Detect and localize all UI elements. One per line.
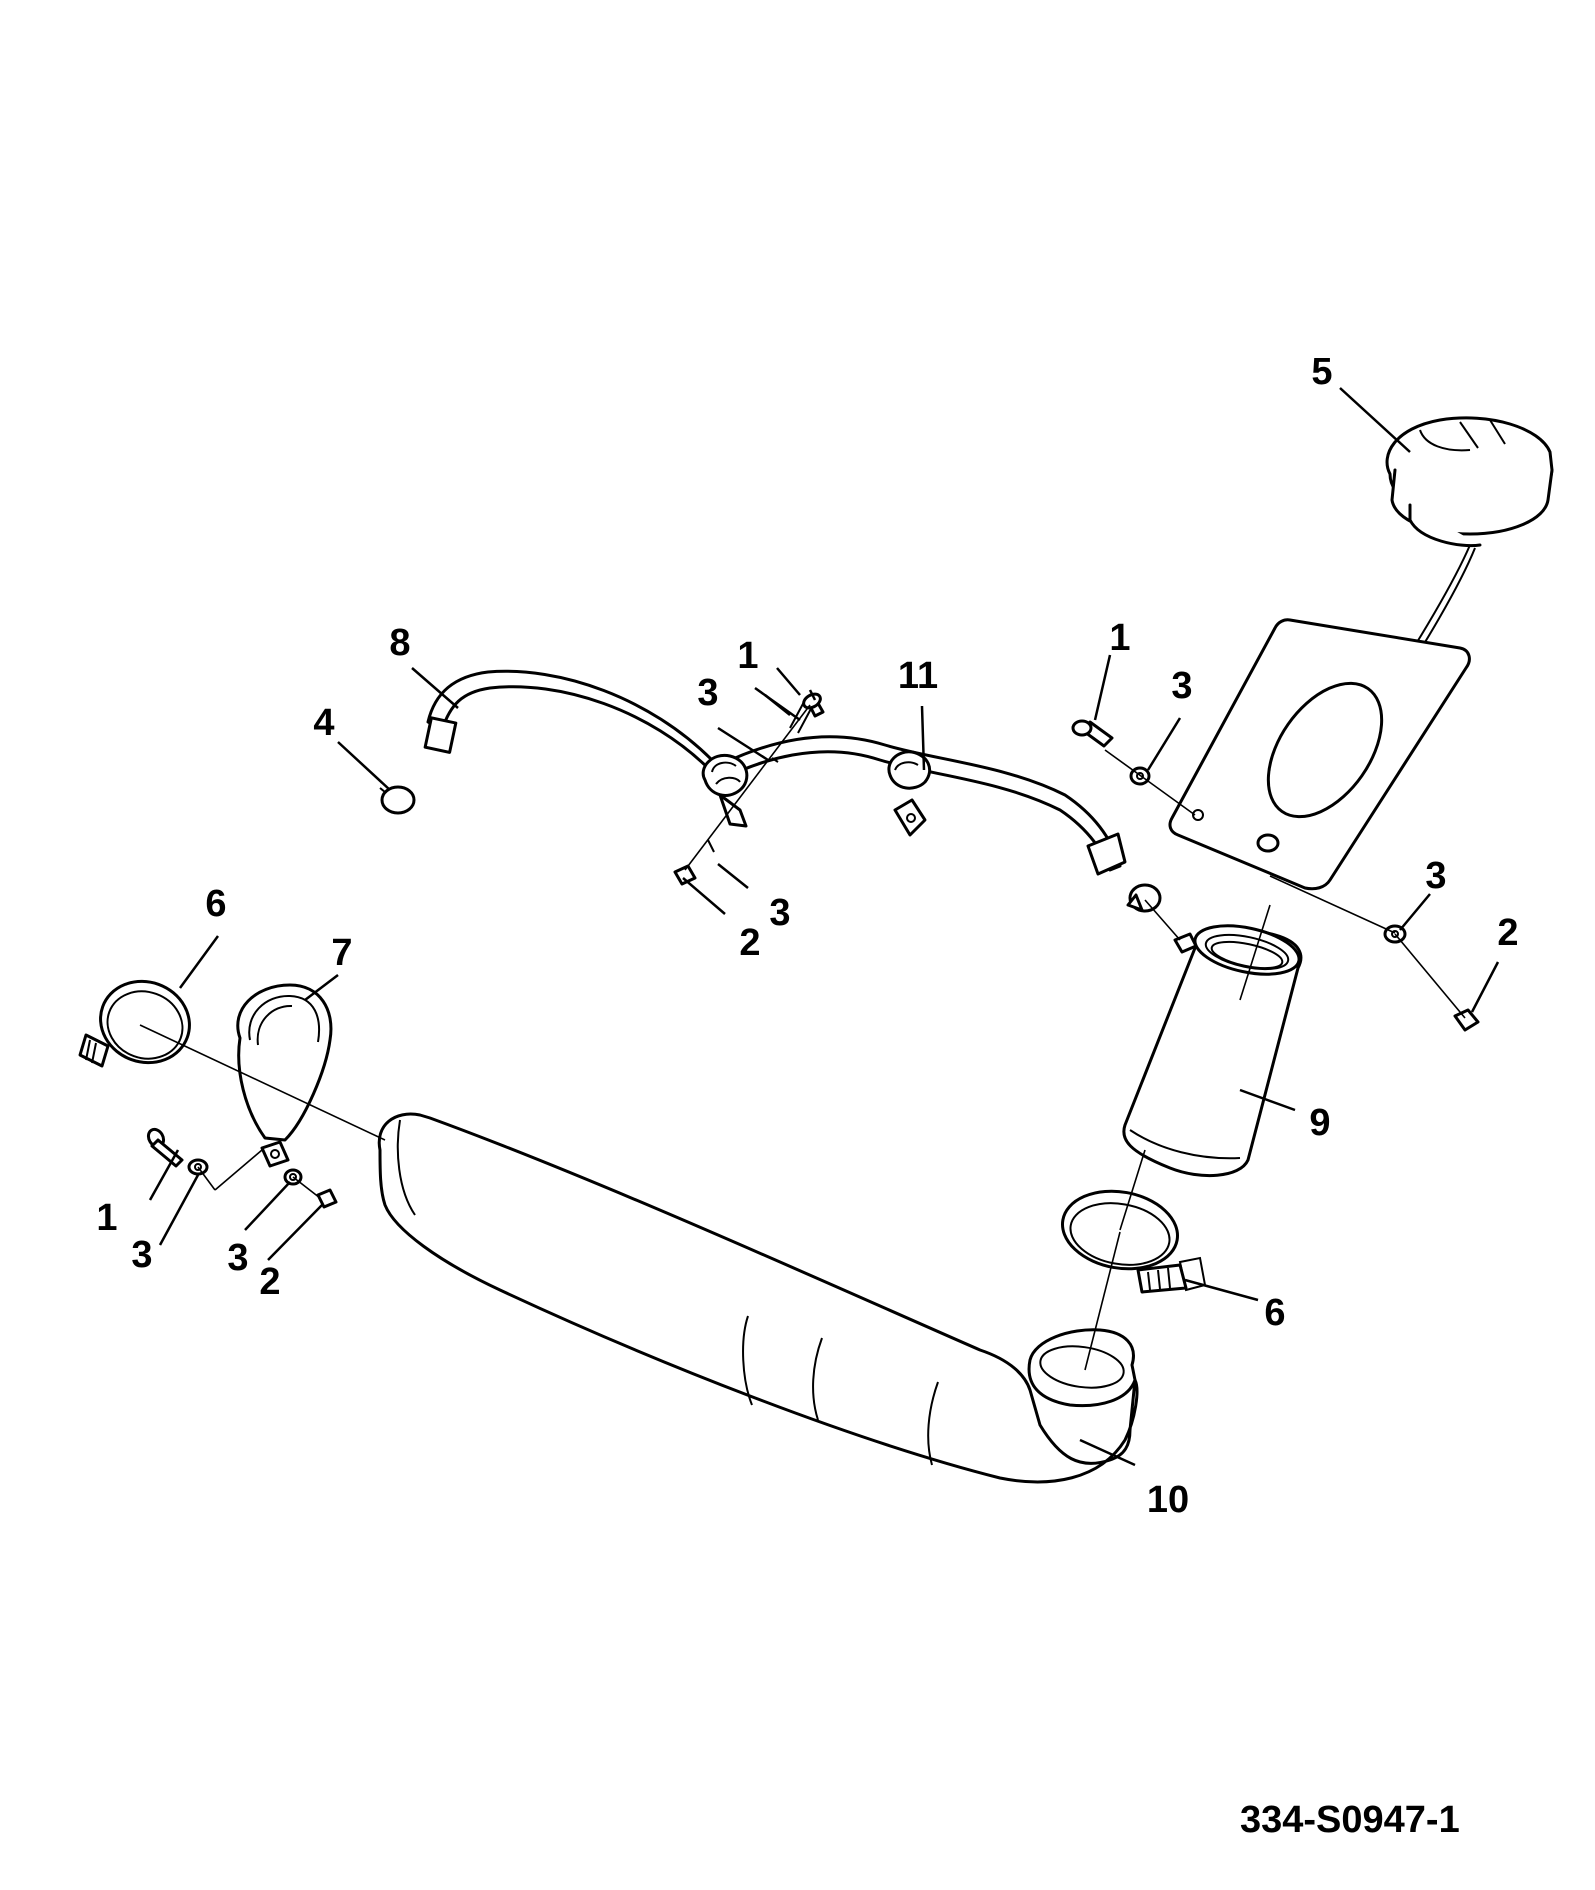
callout-1-right: 1 <box>1109 617 1130 659</box>
small-clamp-right <box>1126 883 1162 913</box>
worm-clamp-right <box>1061 1189 1207 1294</box>
callout-2-left: 2 <box>259 1261 280 1303</box>
callout-10: 10 <box>1147 1479 1189 1521</box>
small-clamp-left <box>379 785 416 815</box>
t-bolt-clamp <box>236 983 333 1168</box>
callout-9: 9 <box>1309 1102 1330 1144</box>
nut-middle <box>673 839 715 886</box>
callout-3-mid: 3 <box>769 892 790 934</box>
callout-3-left-a: 3 <box>131 1234 152 1276</box>
leader-lines <box>148 387 1500 1467</box>
callout-8: 8 <box>389 622 410 664</box>
bolt-top-middle <box>789 692 825 734</box>
callout-6-left: 6 <box>205 883 226 925</box>
callout-3-right-top: 3 <box>1171 665 1192 707</box>
bolt-right <box>1071 719 1114 748</box>
callout-6-right: 6 <box>1264 1292 1285 1334</box>
nut-right <box>1453 1008 1480 1032</box>
nut-left <box>316 1188 338 1209</box>
bolt-left <box>146 1127 184 1168</box>
callout-labels: 5 8 4 1 3 11 3 2 1 3 3 2 6 7 9 1 3 3 2 6… <box>96 351 1518 1521</box>
callout-1-top: 1 <box>737 635 758 677</box>
worm-clamp-left <box>78 979 191 1068</box>
callout-2-right: 2 <box>1497 912 1518 954</box>
callout-11: 11 <box>898 655 938 697</box>
callout-1-left: 1 <box>96 1197 117 1239</box>
callout-3-top: 3 <box>697 672 718 714</box>
document-number: 334-S0947-1 <box>1240 1799 1460 1841</box>
bent-hose <box>377 1112 1139 1484</box>
callout-2-mid: 2 <box>739 922 760 964</box>
callout-3-left-b: 3 <box>227 1237 248 1279</box>
callout-3-right-bottom: 3 <box>1425 855 1446 897</box>
callout-5: 5 <box>1311 351 1332 393</box>
callout-4: 4 <box>313 702 334 744</box>
washer-top-middle <box>771 757 779 763</box>
mounting-plate <box>1168 618 1471 891</box>
callout-7: 7 <box>331 932 352 974</box>
assembly-center-lines <box>139 704 1466 1371</box>
filler-neck-tube <box>1122 924 1303 1178</box>
breather-hose <box>423 669 1127 876</box>
